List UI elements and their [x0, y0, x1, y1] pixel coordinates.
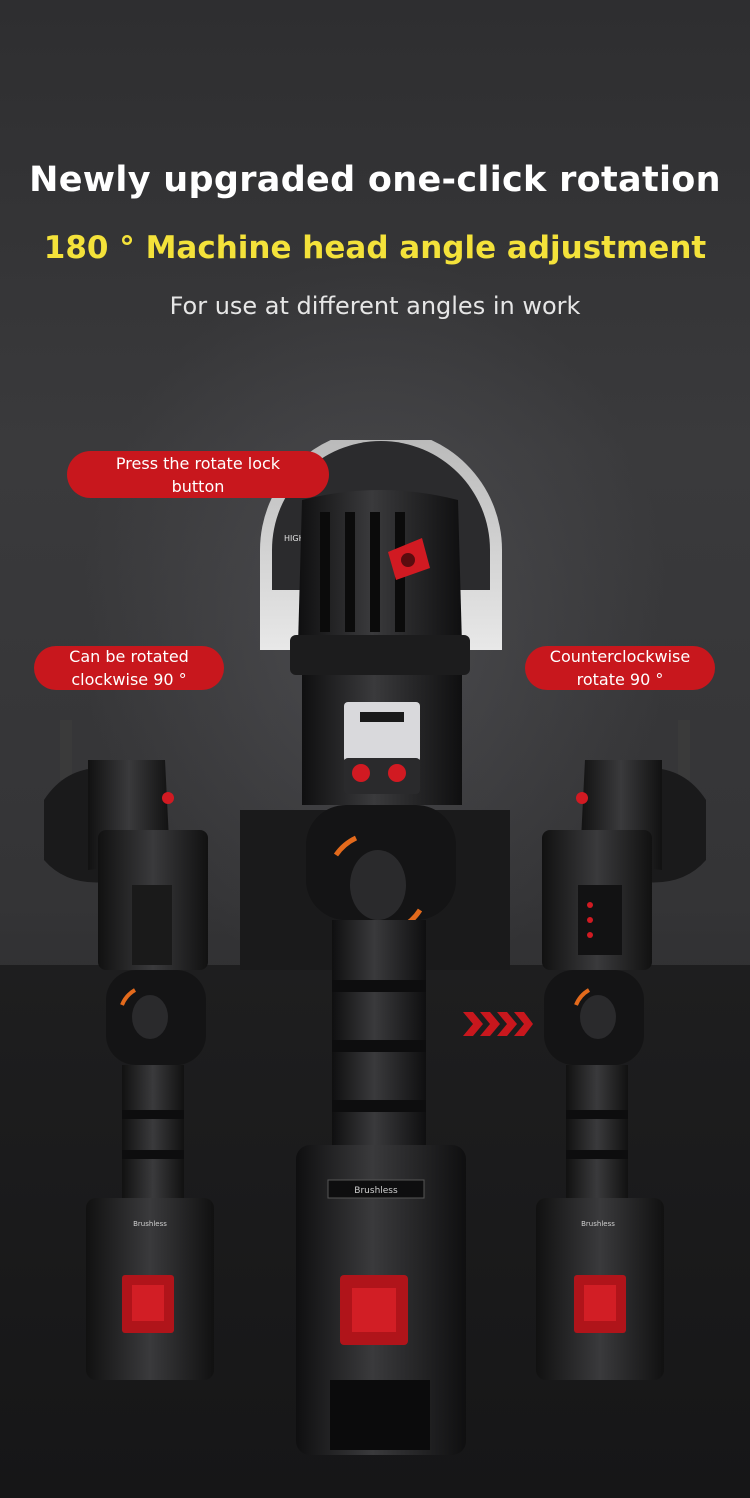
- right-grinder-image: Brushless: [536, 720, 706, 1380]
- callout-clockwise: Can be rotated clockwise 90 °: [34, 646, 224, 690]
- callout-ccw-line2: rotate 90 °: [576, 670, 664, 689]
- callout-clockwise-line1: Can be rotated: [69, 647, 189, 666]
- callout-ccw-line1: Counterclockwise: [549, 647, 691, 666]
- left-brushless-label: Brushless: [133, 1220, 167, 1228]
- left-grinder-image: Brushless: [44, 720, 214, 1380]
- center-grinder-image: HIGH EFFI Brushles: [260, 440, 502, 1455]
- power-icon: [352, 764, 406, 782]
- headline-title: Newly upgraded one-click rotation: [29, 160, 721, 200]
- right-brushless-label: Brushless: [581, 1220, 615, 1228]
- callout-lock-button: Press the rotate lock button: [67, 451, 329, 498]
- callout-lock-line2: button: [171, 476, 225, 496]
- headline-subtitle: 180 ° Machine head angle adjustment: [43, 230, 707, 266]
- center-brushless-label: Brushless: [354, 1186, 398, 1196]
- arrow-right-icon: [463, 1012, 533, 1036]
- callout-clockwise-line2: clockwise 90 °: [71, 670, 187, 689]
- rotate-lock-icon: [388, 538, 430, 580]
- callout-counterclockwise: Counterclockwise rotate 90 °: [525, 646, 715, 690]
- callout-lock-line1: Press the rotate lock: [115, 453, 281, 473]
- headline-description: For use at different angles in work: [169, 292, 581, 320]
